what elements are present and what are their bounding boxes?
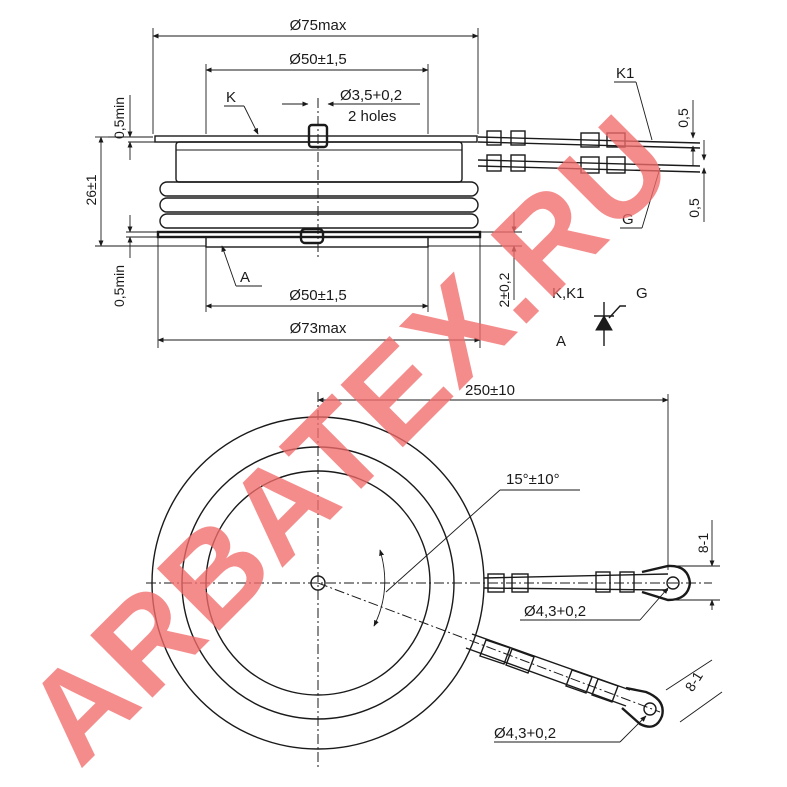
dim-lug-hole-2: Ø4,3+0,2 bbox=[494, 725, 556, 742]
thyristor-symbol: K,K1 G A bbox=[552, 285, 648, 350]
dim-lead-gap-2: 0,5 bbox=[686, 198, 702, 218]
bottom-contact bbox=[205, 236, 429, 248]
symbol-label-g: G bbox=[636, 285, 648, 302]
lug-hole-2 bbox=[643, 702, 657, 716]
rib-2 bbox=[159, 197, 479, 213]
dim-lug-hole-1: Ø4,3+0,2 bbox=[524, 603, 586, 620]
dim-contact-top: Ø50±1,5 bbox=[289, 51, 346, 68]
lug-hole-1 bbox=[666, 576, 680, 590]
dim-hole: Ø3,5+0,2 bbox=[340, 87, 402, 104]
dim-lug-width-1: 8-1 bbox=[695, 533, 711, 553]
top-flange bbox=[154, 135, 478, 143]
dim-lead-length: 250±10 bbox=[465, 382, 515, 399]
dim-overall-top: Ø75max bbox=[290, 17, 347, 34]
watermark-text: ARBATEX.RU bbox=[0, 88, 700, 787]
side-leads bbox=[477, 130, 701, 174]
bottom-flange bbox=[156, 230, 482, 239]
hole-bottom bbox=[299, 227, 325, 245]
label-a-side: A bbox=[240, 269, 250, 286]
lead-angled bbox=[465, 633, 664, 728]
label-g: G bbox=[622, 211, 634, 228]
dim-contact-bottom: Ø50±1,5 bbox=[289, 287, 346, 304]
symbol-label-kk1: K,K1 bbox=[552, 285, 585, 302]
side-view: Ø75max Ø50±1,5 Ø3,5+0,2 2 holes K 0,5min… bbox=[83, 17, 707, 348]
dim-lead-gap-1: 0,5 bbox=[675, 108, 691, 128]
symbol-label-a: A bbox=[556, 333, 566, 350]
dim-angle: 15°±10° bbox=[506, 471, 560, 488]
dim-height: 26±1 bbox=[83, 174, 99, 205]
dim-flange-top: 0,5min bbox=[111, 97, 127, 139]
label-k1: K1 bbox=[616, 65, 634, 82]
dim-flange-bottom: 0,5min bbox=[111, 265, 127, 307]
dim-recess: 2±0,2 bbox=[496, 272, 512, 307]
rib-3 bbox=[159, 213, 479, 229]
dim-hole-note: 2 holes bbox=[348, 108, 396, 125]
dim-lug-width-2: 8-1 bbox=[682, 668, 706, 694]
dim-overall-bottom: Ø73max bbox=[290, 320, 347, 337]
lead-horizontal bbox=[483, 564, 692, 602]
rib-1 bbox=[159, 181, 479, 197]
angled-axis bbox=[317, 582, 661, 713]
label-k: K bbox=[226, 89, 236, 106]
